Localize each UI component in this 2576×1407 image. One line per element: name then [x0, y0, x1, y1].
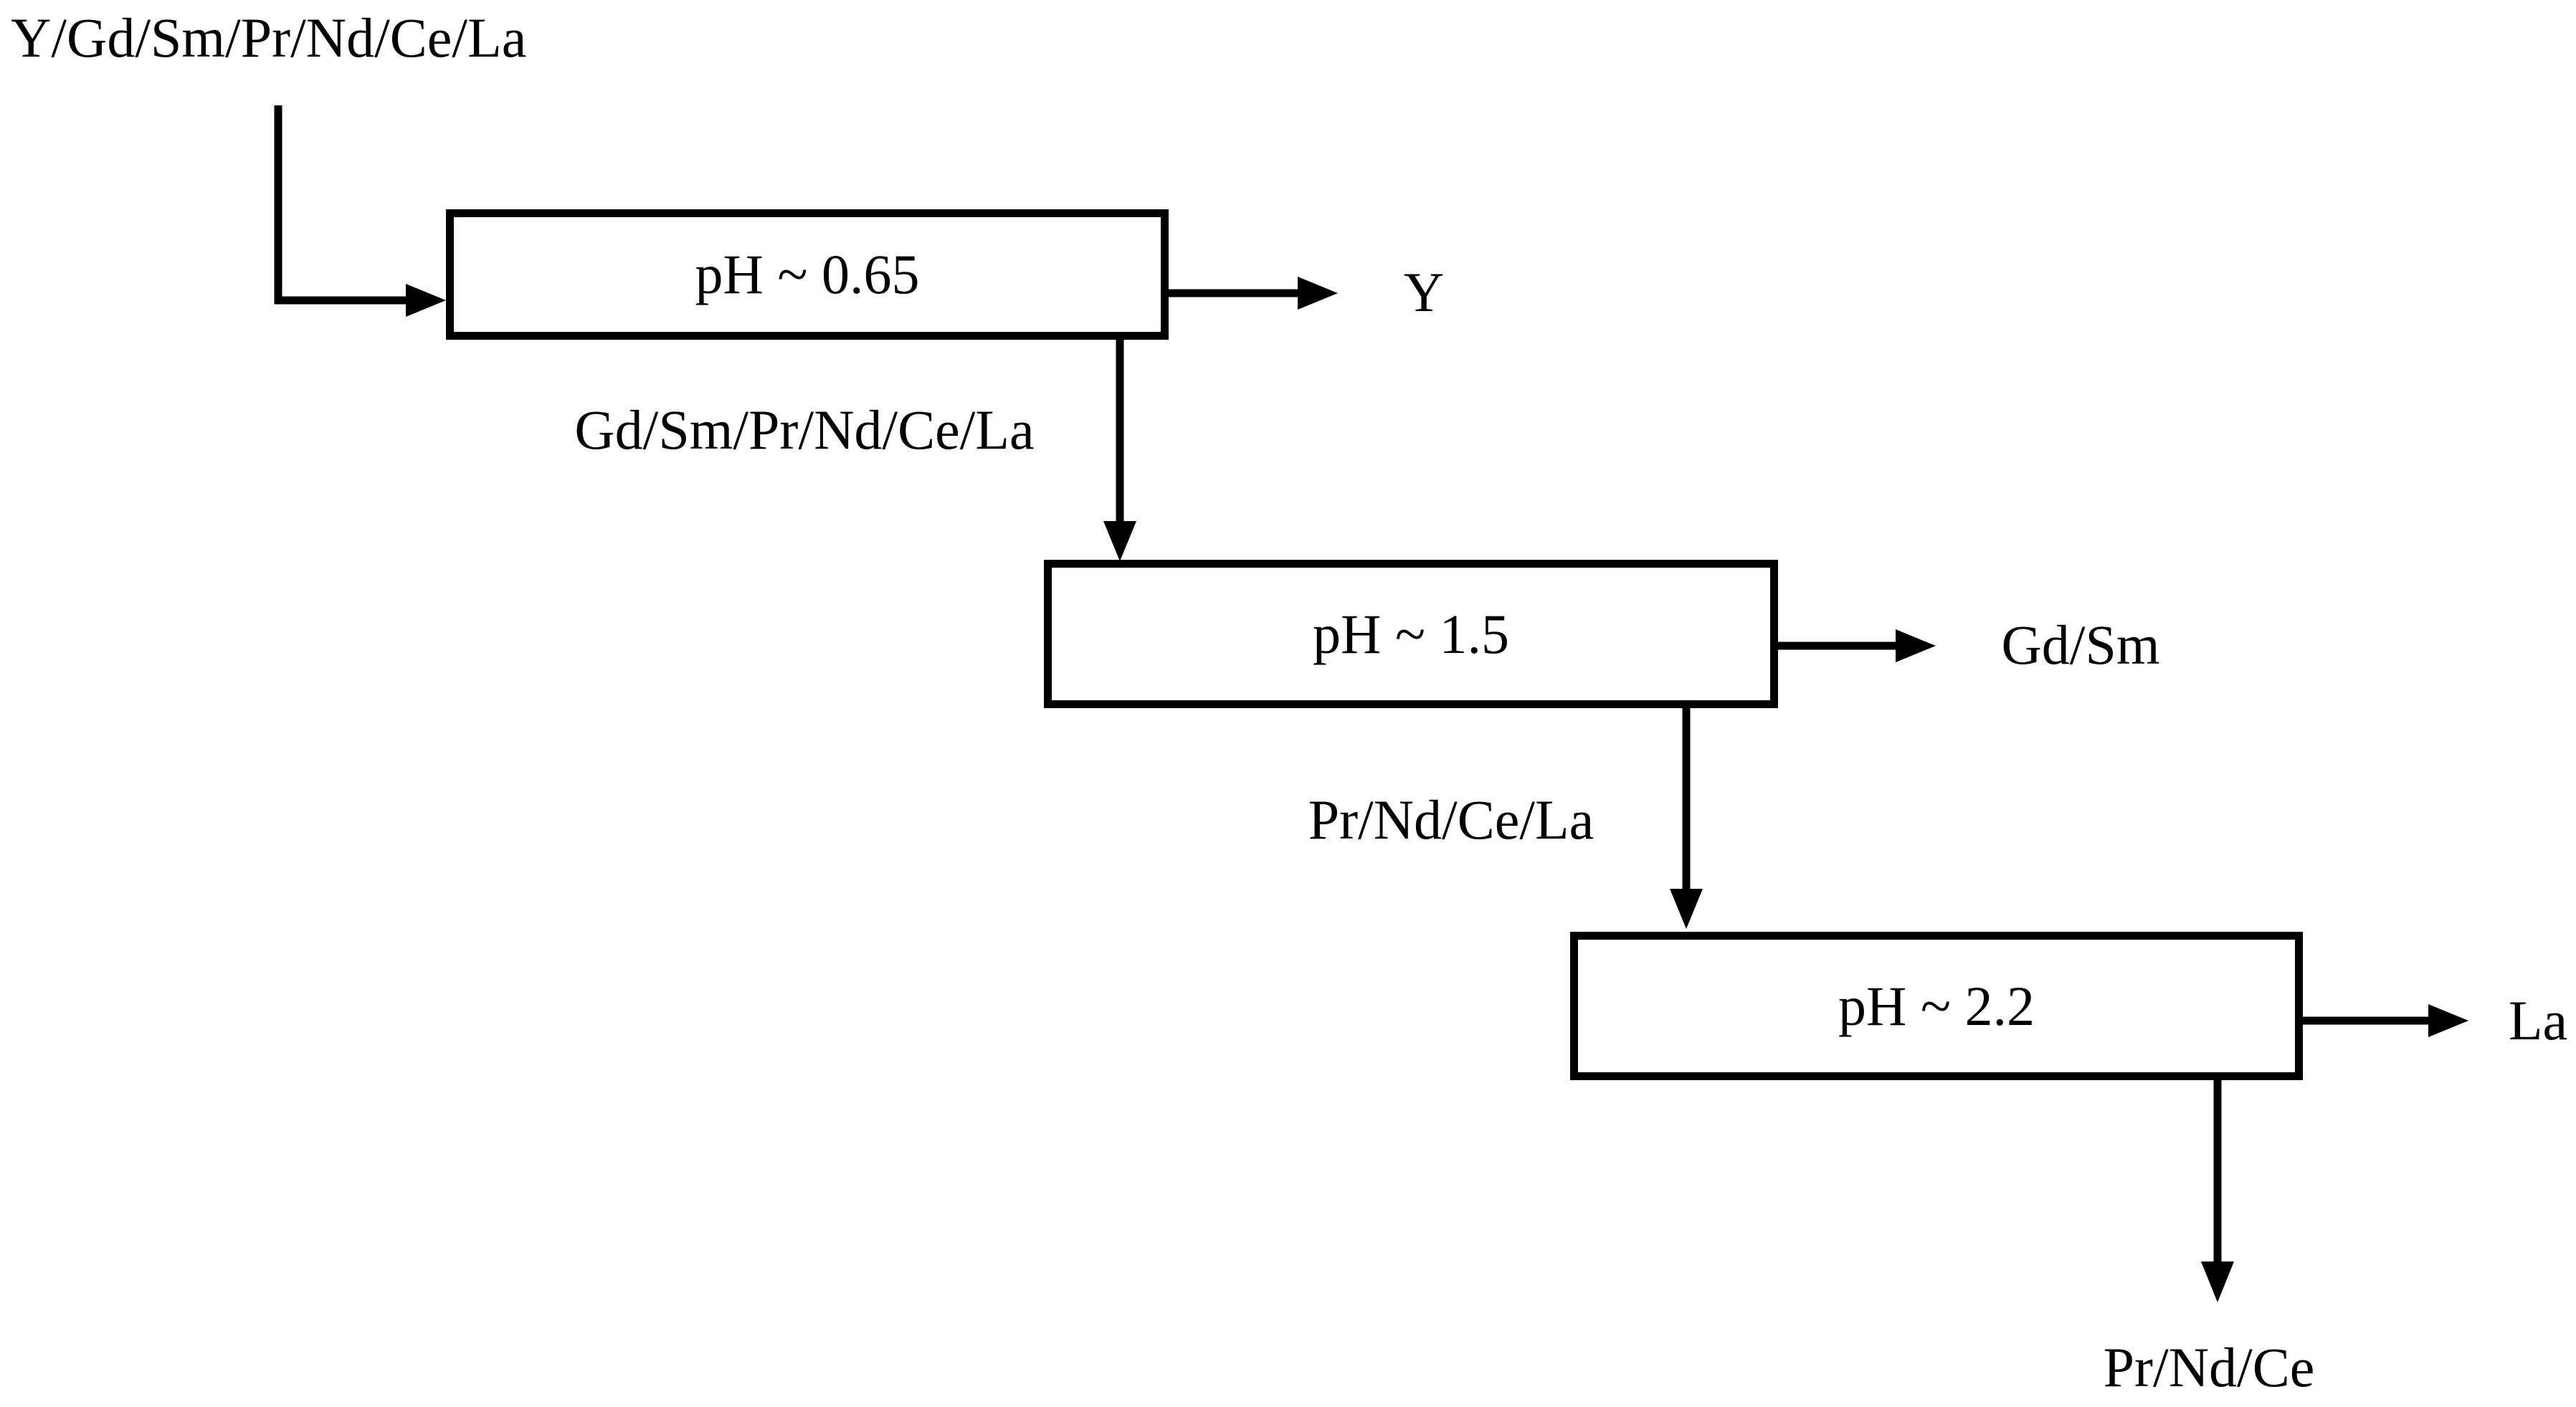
stage-1-box-label: pH ~ 0.65 [695, 243, 920, 305]
stage-3-output-label: La [2508, 989, 2568, 1052]
stage-2-down-arrow [1670, 708, 1703, 929]
stage-3-box: pH ~ 2.2 [1570, 932, 2303, 1080]
stage-2-output-arrowhead-icon [1896, 629, 1936, 662]
stage-3-box-label: pH ~ 2.2 [1838, 974, 2035, 1037]
stage-3-output-arrowhead-icon [2428, 1004, 2468, 1037]
stage-2-downstream-label: Pr/Nd/Ce/La [1308, 788, 1594, 852]
stage-3-downstream-label: Pr/Nd/Ce [2103, 1336, 2315, 1399]
feed-arrow [274, 105, 446, 317]
stage-2-down-arrowhead-icon [1670, 889, 1703, 929]
stage-3-down-arrow [2201, 1080, 2234, 1302]
stage-1-output-arrow [1169, 277, 1338, 310]
stage-3-output-arrow [2303, 1004, 2468, 1037]
feed-arrow-shaft [274, 105, 406, 305]
feed-arrowhead-icon [406, 284, 446, 317]
stage-2-box: pH ~ 1.5 [1044, 560, 1778, 708]
stage-1-output-arrowhead-icon [1298, 277, 1338, 310]
stage-1-box: pH ~ 0.65 [446, 209, 1169, 340]
feed-stream-label: Y/Gd/Sm/Pr/Nd/Ce/La [11, 6, 527, 69]
stage-1-down-arrow [1103, 340, 1136, 561]
stage-1-output-label: Y [1403, 261, 1445, 324]
stage-2-output-label: Gd/Sm [2001, 614, 2160, 677]
stage-2-box-label: pH ~ 1.5 [1312, 602, 1510, 665]
stage-3-down-arrowhead-icon [2201, 1261, 2234, 1302]
stage-1-down-arrowhead-icon [1103, 521, 1136, 561]
stage-1-downstream-label: Gd/Sm/Pr/Nd/Ce/La [574, 399, 1035, 462]
stage-2-output-arrow [1778, 629, 1936, 662]
